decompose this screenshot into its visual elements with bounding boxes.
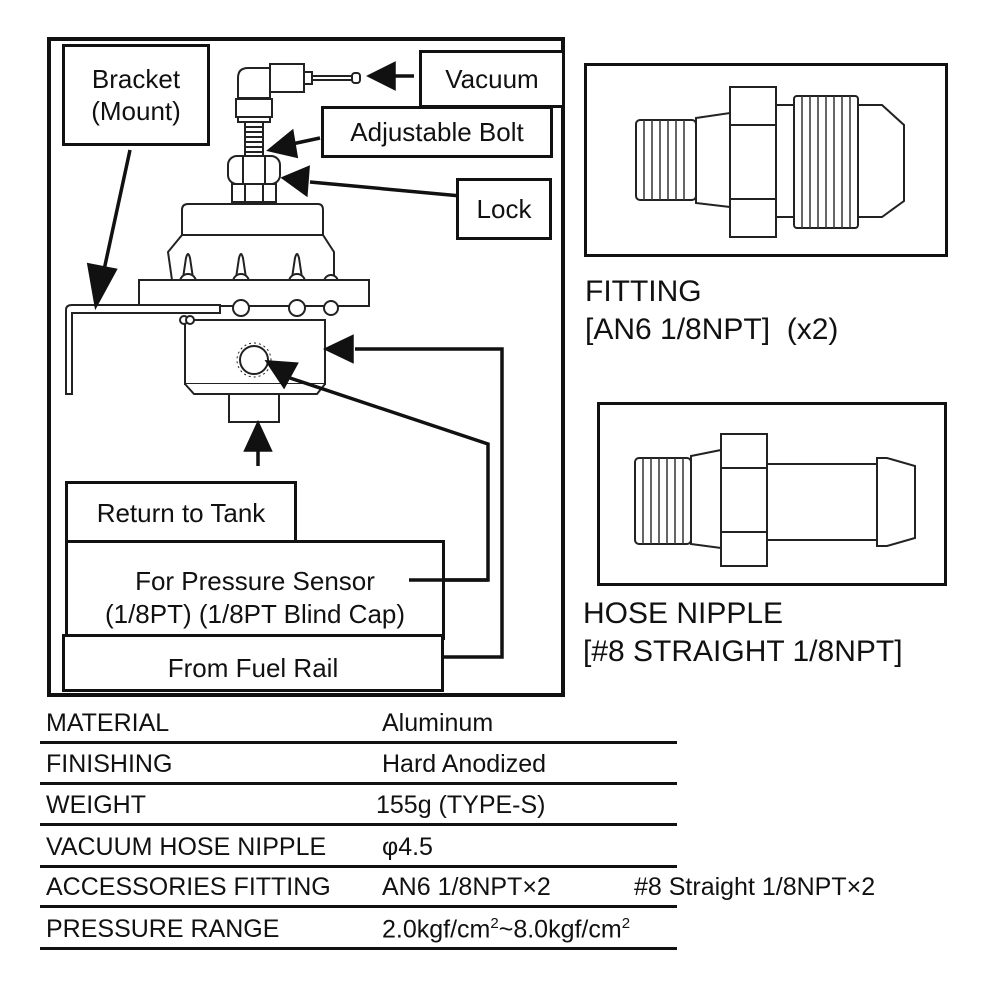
label-return-to-tank: Return to Tank: [65, 481, 297, 545]
spec-key: WEIGHT: [46, 791, 146, 819]
label-vacuum: Vacuum: [419, 50, 565, 108]
pressure-min-unit: 2.0kgf/cm: [382, 915, 491, 943]
label-bracket-text: Bracket (Mount): [91, 63, 181, 127]
label-return-to-tank-text: Return to Tank: [96, 497, 266, 528]
spec-key: ACCESSORIES FITTING: [46, 873, 331, 901]
hose-nipple-spec: [#8 STRAIGHT 1/8NPT]: [583, 635, 903, 668]
label-pressure-sensor-line2: (1/8PT) (1/8PT Blind Cap): [104, 598, 406, 629]
label-lock-text: Lock: [476, 193, 532, 224]
lock-nut-icon: [227, 155, 281, 203]
label-lock: Lock: [456, 178, 552, 240]
hose-nipple-icon: [634, 433, 916, 567]
spec-value: Aluminum: [382, 709, 494, 737]
spec-value: φ4.5: [382, 833, 433, 861]
label-pressure-sensor-line1: For Pressure Sensor: [135, 566, 375, 596]
spec-key: PRESSURE RANGE: [46, 915, 280, 943]
fitting-spec: [AN6 1/8NPT] (x2): [585, 313, 839, 346]
bracket-icon: [65, 304, 221, 395]
spec-row-pressure-range: PRESSURE RANGE 2.0kgf/cm2~8.0kgf/cm2: [40, 912, 677, 950]
bracket-arrow-icon: [86, 262, 118, 311]
label-from-fuel-rail-text: From Fuel Rail: [167, 652, 339, 683]
spec-row-weight: WEIGHT 155g (TYPE-S): [40, 788, 677, 826]
spec-row-finishing: FINISHING Hard Anodized: [40, 747, 677, 785]
pressure-sensor-arrow-icon: [264, 360, 299, 390]
adjustable-bolt-icon: [244, 121, 264, 157]
fitting-image-frame: [584, 63, 948, 257]
label-adjustable-bolt: Adjustable Bolt: [321, 106, 553, 158]
pressure-max-unit: ~8.0kgf/cm: [498, 915, 622, 943]
spec-value: 155g (TYPE-S): [376, 791, 546, 819]
regulator-diagram-frame: [47, 37, 565, 697]
fuel-rail-arrow-icon: [322, 334, 354, 364]
spec-key: VACUUM HOSE NIPPLE: [46, 833, 327, 861]
spec-extra-value: #8 Straight 1/8NPT×2: [634, 873, 876, 901]
return-arrow-icon: [243, 419, 273, 452]
vacuum-elbow-icon: [235, 63, 361, 123]
fitting-title: FITTING: [585, 275, 702, 308]
lock-arrow-icon: [280, 165, 310, 198]
spec-key: FINISHING: [46, 750, 173, 778]
spec-key: MATERIAL: [46, 709, 170, 737]
vacuum-arrow-icon: [366, 61, 396, 91]
label-adjustable-bolt-text: Adjustable Bolt: [350, 116, 524, 147]
label-from-fuel-rail: From Fuel Rail: [62, 634, 444, 692]
regulator-body-icon: [138, 203, 370, 423]
pressure-min-exp: 2: [490, 914, 499, 932]
spec-value: 2.0kgf/cm2~8.0kgf/cm2: [382, 915, 630, 944]
spec-row-material: MATERIAL Aluminum: [40, 706, 677, 744]
spec-row-vacuum-hose-nipple: VACUUM HOSE NIPPLE φ4.5: [40, 830, 677, 868]
hose-nipple-title: HOSE NIPPLE: [583, 597, 784, 630]
spec-value: Hard Anodized: [382, 750, 547, 778]
label-bracket-mount: Bracket (Mount): [62, 44, 210, 146]
an6-fitting-icon: [635, 86, 905, 238]
pressure-max-exp: 2: [621, 914, 631, 932]
spec-value: AN6 1/8NPT×2: [382, 873, 551, 901]
bolt-arrow-icon: [266, 128, 299, 159]
spec-row-accessories-fitting: ACCESSORIES FITTING AN6 1/8NPT×2 #8 Stra…: [40, 870, 875, 908]
label-vacuum-text: Vacuum: [445, 63, 539, 94]
hose-nipple-image-frame: [597, 402, 947, 586]
label-pressure-sensor: For Pressure Sensor (1/8PT) (1/8PT Blind…: [65, 540, 445, 640]
